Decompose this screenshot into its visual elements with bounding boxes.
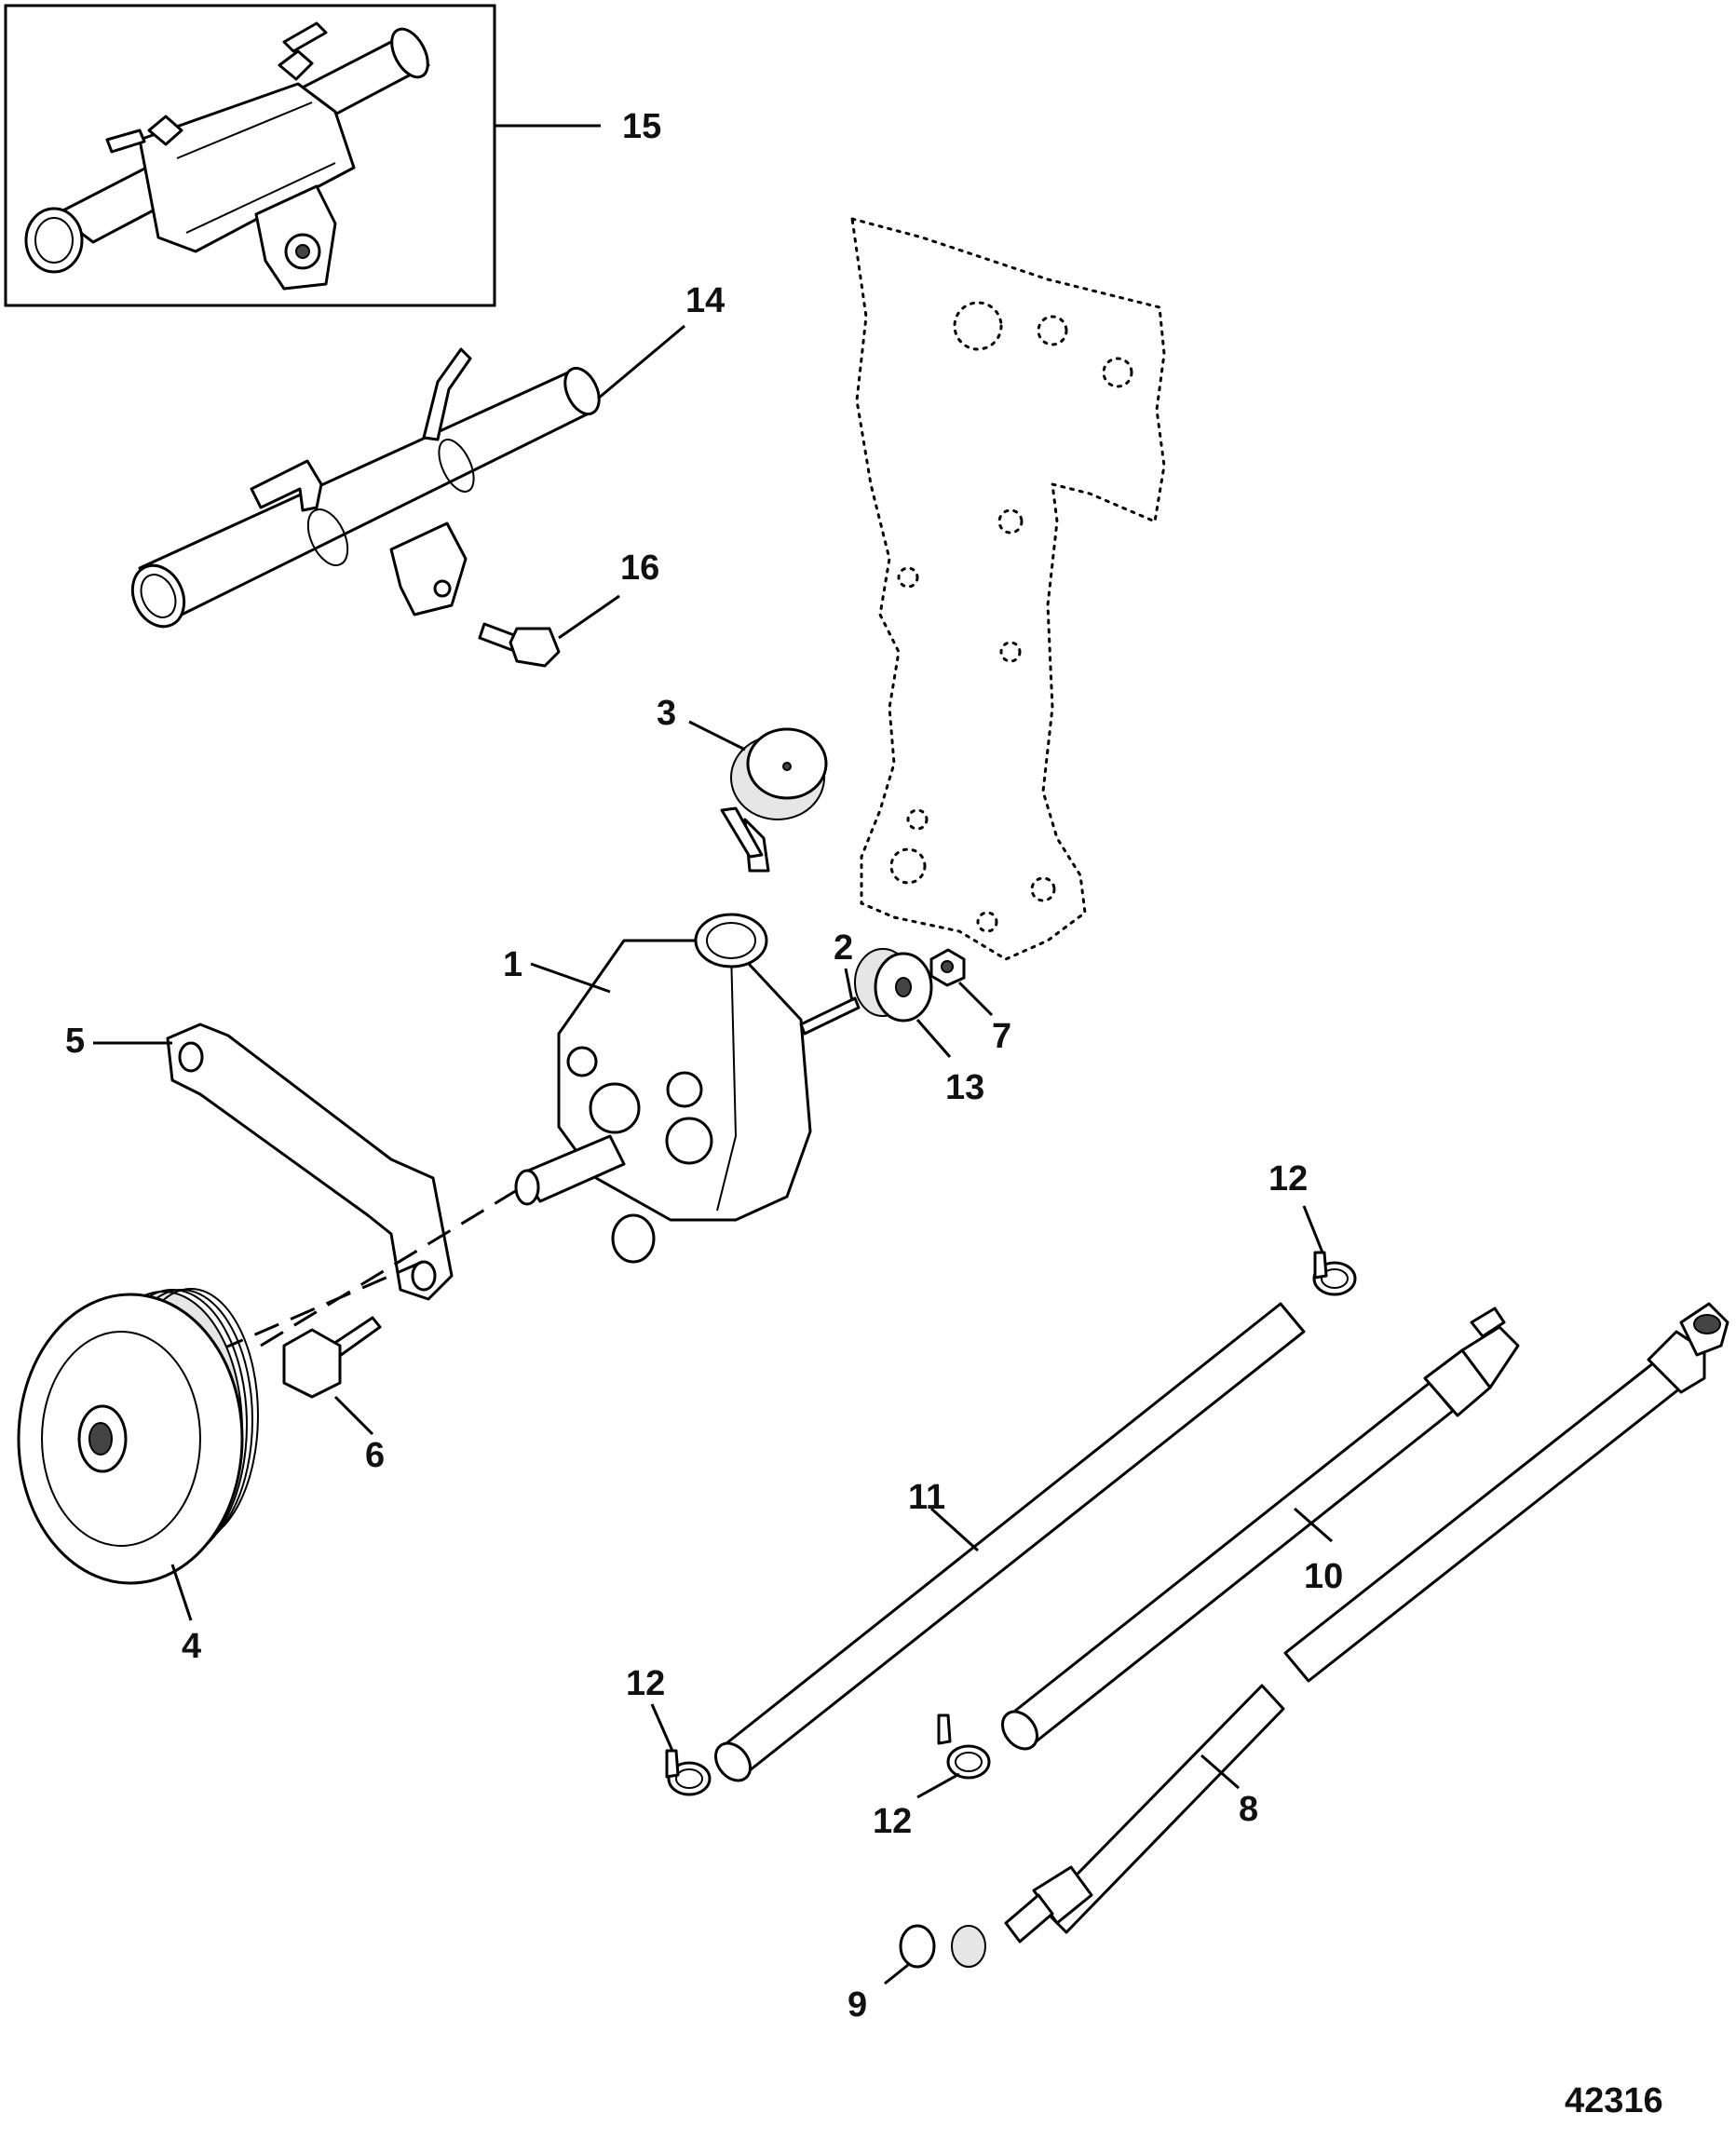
inset-frame <box>4 4 496 307</box>
leader-9 <box>884 1963 909 1985</box>
callout-10: 10 <box>1304 1557 1343 1596</box>
drawing-number: 42316 <box>1565 2081 1663 2120</box>
callout-5: 5 <box>65 1022 85 1061</box>
callout-6: 6 <box>365 1436 385 1475</box>
callout-2: 2 <box>834 928 853 968</box>
part-11-hose <box>713 1302 1306 1782</box>
part-6-bolt <box>282 1316 382 1399</box>
part-12-clamp-middle <box>937 1713 991 1780</box>
leader-4 <box>170 1564 193 1621</box>
leader-12-left <box>650 1703 674 1752</box>
leader-11 <box>929 1507 980 1552</box>
callout-7: 7 <box>992 1017 1011 1056</box>
part-9-o-ring <box>899 1924 936 1969</box>
callout-3: 3 <box>657 694 676 733</box>
leader-3 <box>688 720 746 752</box>
part-1-pump <box>514 913 812 1264</box>
part-12-clamp-left <box>665 1749 712 1796</box>
part-3-cap-dipstick <box>720 727 828 873</box>
part-4-pulley <box>17 1288 259 1585</box>
callout-13: 13 <box>945 1068 984 1107</box>
leader-14 <box>597 324 685 400</box>
callout-9: 9 <box>848 1985 867 2025</box>
part-14-cooler <box>130 347 601 629</box>
leader-8 <box>1200 1754 1240 1790</box>
leader-10 <box>1294 1507 1333 1543</box>
part-16-bolt <box>478 622 561 668</box>
leader-12-top <box>1302 1205 1324 1253</box>
part-13-spacer <box>854 948 933 1023</box>
callout-11: 11 <box>908 1478 945 1517</box>
alignment-line-upper <box>260 1185 522 1348</box>
leader-13 <box>915 1019 952 1058</box>
callout-12-top: 12 <box>1268 1159 1308 1199</box>
part-12-clamp-top <box>1312 1251 1357 1296</box>
leader-1 <box>530 962 611 994</box>
mounting-bracket-phantom <box>850 216 1166 961</box>
leader-7 <box>957 981 994 1017</box>
callout-14: 14 <box>685 281 725 320</box>
leader-12-middle <box>916 1772 960 1799</box>
part-8-hose <box>951 1302 1729 1968</box>
part-2-stud <box>799 996 861 1036</box>
callout-15: 15 <box>622 107 661 146</box>
callout-12-left: 12 <box>626 1664 665 1703</box>
callout-1: 1 <box>503 945 522 984</box>
callout-16: 16 <box>620 549 659 588</box>
part-10-hose <box>1000 1307 1520 1751</box>
part-7-nut <box>929 948 966 987</box>
leader-6 <box>333 1395 374 1436</box>
part-5-bracket <box>166 1023 454 1301</box>
callout-8: 8 <box>1239 1790 1258 1829</box>
callout-4: 4 <box>182 1627 201 1666</box>
leader-2 <box>844 968 854 1002</box>
part-15-cooler-inset <box>24 21 430 291</box>
callout-12-middle: 12 <box>873 1802 912 1841</box>
leader-16 <box>558 594 620 640</box>
